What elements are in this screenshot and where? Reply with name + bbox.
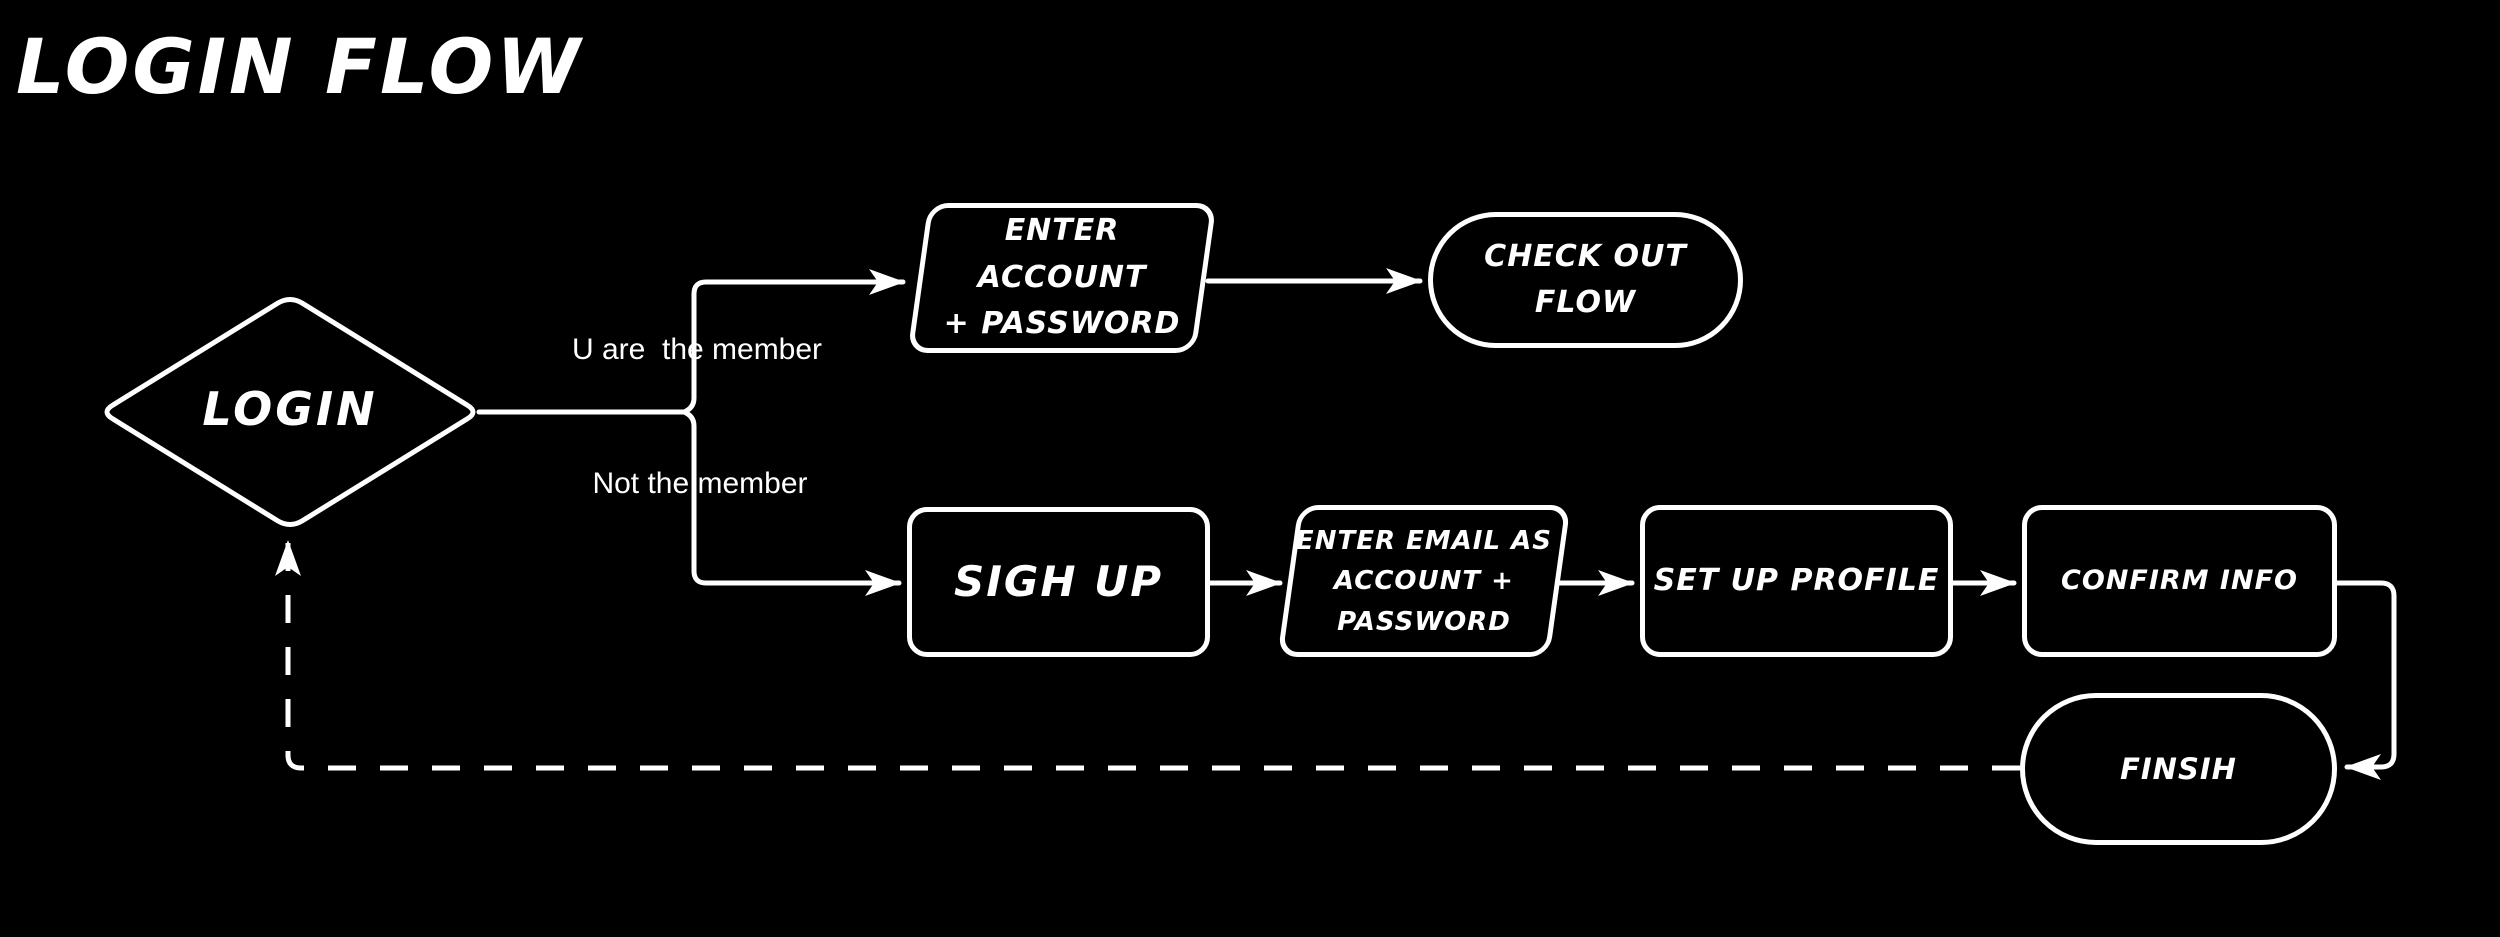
connector-confirm-to-finish xyxy=(2334,580,2397,780)
node-check-out-flow-line2: FLOW xyxy=(1534,285,1637,320)
branch-label-member: U are the member xyxy=(571,333,823,366)
node-sign-up-label: SIGH UP xyxy=(953,557,1163,607)
node-enter-account-line2: + PASSWORD xyxy=(943,306,1181,342)
connector-branch-not-member xyxy=(681,409,902,596)
node-enter-email-line1: ENTER EMAIL AS xyxy=(1296,525,1553,556)
page-title: LOGIN FLOW xyxy=(16,22,584,111)
node-finish: FINSIH xyxy=(2020,693,2337,845)
node-enter-email-line2: ACCOUNT + xyxy=(1333,565,1515,596)
node-confirm-info: CONFIRM INFO xyxy=(2022,505,2337,657)
node-check-out-flow-line1: CHECK OUT xyxy=(1484,238,1687,274)
node-check-out-flow: CHECK OUT FLOW xyxy=(1428,212,1743,348)
node-login-decision-label: LOGIN xyxy=(202,382,378,436)
node-set-up-profile-label: SET UP PROFILE xyxy=(1653,562,1940,598)
node-enter-account: ENTER ACCOUNT + PASSWORD xyxy=(907,203,1217,353)
node-enter-email: ENTER EMAIL AS ACCOUNT + PASSWORD xyxy=(1277,505,1571,657)
connector-finish-to-login-feedback xyxy=(275,540,2020,771)
node-sign-up: SIGH UP xyxy=(907,507,1210,657)
branch-label-not-member: Not the member xyxy=(592,467,808,500)
node-enter-account-line1: ENTER ACCOUNT xyxy=(977,213,1147,295)
node-finish-label: FINSIH xyxy=(2120,751,2237,786)
connector-branch-member xyxy=(681,269,906,415)
login-decision-shape xyxy=(104,297,476,527)
node-enter-email-line3: PASSWORD xyxy=(1337,606,1511,637)
node-confirm-info-label: CONFIRM INFO xyxy=(2061,565,2298,597)
node-set-up-profile: SET UP PROFILE xyxy=(1640,505,1953,657)
